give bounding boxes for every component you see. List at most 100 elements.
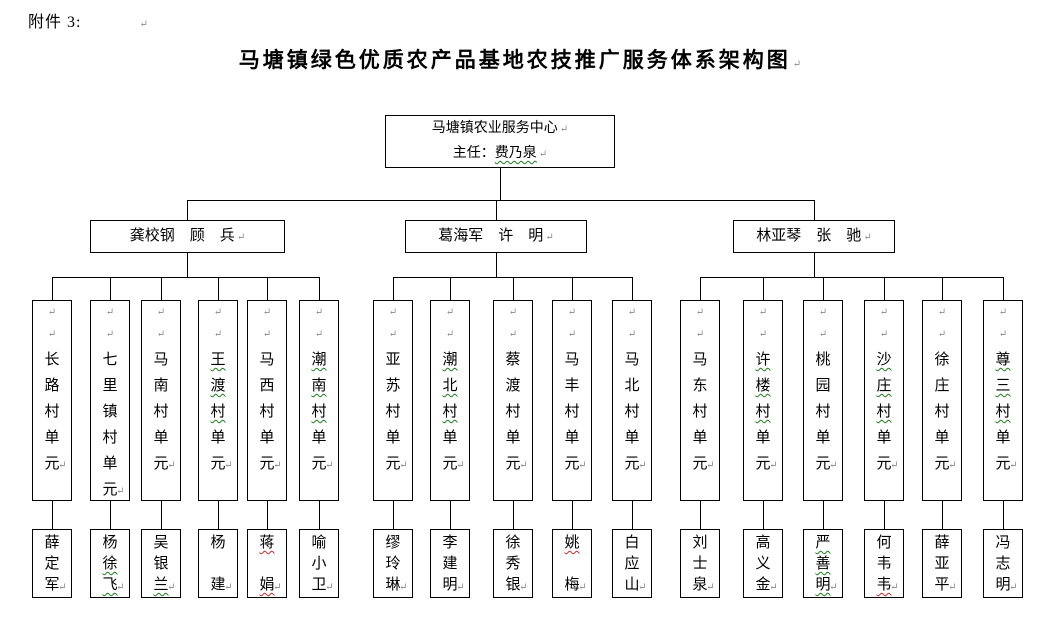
connector-line [267,500,268,529]
person-name: 徐秀银↵ [494,533,532,596]
paragraph-mark-icon: ↵ [890,460,899,472]
paragraph-mark-icon: ↵ [948,460,957,472]
connector-line [450,277,451,300]
diagram-title: 马塘镇绿色优质农产品基地农技推广服务体系架构图 [238,48,791,72]
team-label: 龚校钢 顾 兵 [129,228,235,244]
paragraph-mark-icon: ↵ [388,329,398,340]
paragraph-mark-icon: ↵ [224,581,233,593]
person-box: 吴银兰↵ [141,529,181,598]
connector-line [267,277,268,300]
connector-line [161,500,162,529]
connector-line [763,277,764,300]
person-box: 杨 建↵ [198,529,238,598]
team-box-3: 林亚琴 张 驰↵ [733,220,895,253]
connector-line [823,500,824,529]
village-box: ↵↵蔡渡村单元↵ [493,300,533,501]
connector-line [942,277,943,300]
paragraph-mark-icon: ↵ [567,307,577,318]
paragraph-mark-icon: ↵ [758,329,768,340]
connector-line [500,168,501,200]
paragraph-mark-icon: ↵ [758,307,768,318]
paragraph-mark-icon: ↵ [213,307,223,318]
person-box: 白应山↵ [612,529,652,598]
village-label: 马北村单元↵ [613,347,651,477]
paragraph-mark-icon: ↵ [399,581,408,593]
connector-line [572,277,573,300]
village-label: 马丰村单元↵ [553,347,591,477]
paragraph-mark-icon: ↵ [948,581,957,593]
connector-line [884,277,885,300]
paragraph-mark-icon: ↵ [116,581,125,593]
village-box: ↵↵七里镇村单元↵ [90,300,130,501]
person-name: 薛亚平↵ [923,533,961,596]
director-prefix: 主任： [452,146,495,161]
paragraph-mark-icon: ↵ [262,329,272,340]
connector-line [187,200,188,220]
team-label: 林亚琴 张 驰 [756,228,862,244]
village-box: ↵↵马南村单元↵ [141,300,181,501]
person-name: 杨 建↵ [199,533,237,596]
person-name: 蒋 娟↵ [248,533,286,596]
connector-line [496,200,497,220]
paragraph-mark-icon: ↵ [519,460,528,472]
connector-line [52,500,53,529]
paragraph-mark-icon: ↵ [578,460,587,472]
connector-line [319,500,320,529]
village-box: ↵↵沙庄村单元↵ [864,300,904,501]
paragraph-mark-icon: ↵ [818,307,828,318]
village-label: 马西村单元↵ [248,347,286,477]
connector-line [632,277,633,300]
village-label: 蔡渡村单元↵ [494,347,532,477]
center-line-1: 马塘镇农业服务中心↵ [386,116,614,141]
paragraph-mark-icon: ↵ [829,460,838,472]
paragraph-mark-icon: ↵ [167,460,176,472]
village-box: ↵↵马西村单元↵ [247,300,287,501]
connector-line [942,500,943,529]
paragraph-mark-icon: ↵ [998,307,1008,318]
paragraph-mark-icon: ↵ [456,460,465,472]
village-label: 尊三村单元↵ [984,347,1022,477]
paragraph-mark-icon: ↵ [273,460,282,472]
village-label: 潮北村单元↵ [431,347,469,477]
village-label: 许楼村单元↵ [744,347,782,477]
paragraph-mark-icon: ↵ [262,307,272,318]
paragraph-mark-icon: ↵ [139,19,149,30]
paragraph-mark-icon: ↵ [937,329,947,340]
connector-line [513,500,514,529]
team-label: 葛海军 许 明 [438,228,544,244]
paragraph-mark-icon: ↵ [167,581,176,593]
paragraph-mark-icon: ↵ [325,460,334,472]
paragraph-mark-icon: ↵ [879,307,889,318]
paragraph-mark-icon: ↵ [545,232,554,243]
paragraph-mark-icon: ↵ [314,307,324,318]
person-box: 姚 梅↵ [552,529,592,598]
paragraph-mark-icon: ↵ [567,329,577,340]
paragraph-mark-icon: ↵ [456,581,465,593]
connector-line [52,277,320,278]
paragraph-mark-icon: ↵ [706,581,715,593]
connector-line [218,500,219,529]
connector-line [763,500,764,529]
village-label: 桃园村单元↵ [804,347,842,477]
village-label: 潮南村单元↵ [300,347,338,477]
village-label: 马南村单元↵ [142,347,180,477]
paragraph-mark-icon: ↵ [627,329,637,340]
person-name: 严善明↵ [804,533,842,596]
paragraph-mark-icon: ↵ [445,307,455,318]
paragraph-mark-icon: ↵ [314,329,324,340]
connector-line [52,277,53,300]
person-box: 薛定军↵ [32,529,72,598]
connector-line [700,500,701,529]
connector-line [450,500,451,529]
paragraph-mark-icon: ↵ [508,307,518,318]
connector-line [393,277,394,300]
paragraph-mark-icon: ↵ [706,460,715,472]
paragraph-mark-icon: ↵ [1009,581,1018,593]
paragraph-mark-icon: ↵ [638,460,647,472]
person-name: 姚 梅↵ [553,533,591,596]
person-name: 薛定军↵ [33,533,71,596]
connector-line [218,277,219,300]
team-box-1: 龚校钢 顾 兵↵ [90,220,285,253]
village-label: 马东村单元↵ [681,347,719,477]
paragraph-mark-icon: ↵ [792,59,802,70]
